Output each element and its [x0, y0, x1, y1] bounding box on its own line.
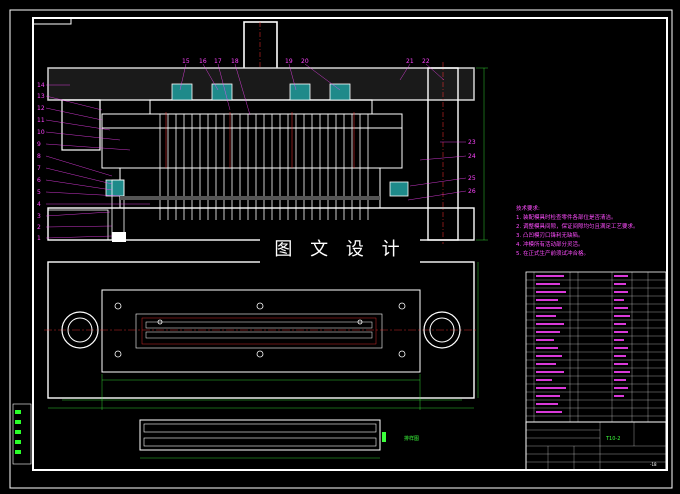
part-label-17: 17 — [214, 58, 222, 65]
plan-view — [44, 261, 479, 410]
punch-holder — [101, 113, 403, 129]
tech-title: 技术要求: — [516, 204, 540, 212]
svg-text:4. 冲模所有活动部分灵活。: 4. 冲模所有活动部分灵活。 — [516, 240, 584, 248]
part-label-16: 16 — [199, 58, 207, 65]
part-label-18: 18 — [231, 58, 239, 65]
svg-text:12: 12 — [37, 105, 45, 112]
svg-text:1. 装配模具时检查零件各部位是否清洁。: 1. 装配模具时检查零件各部位是否清洁。 — [516, 213, 617, 221]
left-leaders — [45, 84, 150, 239]
svg-text:9: 9 — [37, 141, 41, 148]
die-plate — [119, 167, 381, 209]
parts-list — [525, 271, 667, 423]
stripper-plate — [101, 127, 403, 169]
right-dimension — [476, 67, 488, 241]
svg-text:8: 8 — [37, 153, 41, 160]
top-part-labels: 15 16 17 18 19 20 21 22 — [182, 58, 430, 65]
right-leaders — [407, 141, 467, 201]
svg-text:3: 3 — [37, 213, 41, 220]
sheet-border — [9, 9, 673, 489]
svg-text:5. 在正式生产前须试冲合格。: 5. 在正式生产前须试冲合格。 — [516, 249, 589, 257]
pierce-holes — [145, 321, 373, 339]
left-legend-block — [12, 403, 32, 465]
svg-text:26: 26 — [468, 188, 476, 195]
top-leaders — [179, 63, 445, 116]
tech-requirements: 技术要求: 1. 装配模具时检查零件各部位是否清洁。 2. 调整模具间隙，保证间… — [516, 204, 639, 257]
backing-plate — [149, 99, 373, 115]
watermark: 图 文 设 计 — [260, 228, 420, 268]
plan-screws — [114, 302, 406, 358]
product-label: 排样图 — [404, 435, 419, 442]
title-block: T10-2 -18 — [525, 421, 667, 471]
svg-text:6: 6 — [37, 177, 41, 184]
svg-text:3. 凸凹模刃口锋利无缺陷。: 3. 凸凹模刃口锋利无缺陷。 — [516, 231, 584, 239]
section-view — [47, 21, 475, 244]
left-part-labels: 14 13 12 11 10 9 8 7 6 5 4 3 2 1 — [37, 82, 45, 242]
part-label-20: 20 — [301, 58, 309, 65]
svg-text:14: 14 — [37, 82, 45, 89]
right-guide-pillar — [423, 311, 461, 349]
svg-text:23: 23 — [468, 139, 476, 146]
punch-array — [159, 114, 369, 220]
svg-text:5: 5 — [37, 189, 41, 196]
drawing-frame — [32, 17, 668, 471]
svg-text:2. 调整模具间隙，保证间隙均匀且满足工艺要求。: 2. 调整模具间隙，保证间隙均匀且满足工艺要求。 — [516, 222, 639, 230]
part-label-15: 15 — [182, 58, 190, 65]
part-label-22: 22 — [422, 58, 430, 65]
screw-heads — [105, 83, 409, 197]
right-part-labels: 23 24 25 26 — [468, 139, 476, 195]
title-block-text: -18 — [650, 462, 657, 467]
strip-layout: 排样图 — [139, 419, 419, 459]
corner-tab — [32, 17, 72, 25]
svg-text:13: 13 — [37, 93, 45, 100]
svg-text:25: 25 — [468, 175, 476, 182]
left-guide-bush — [61, 99, 101, 151]
title-block-code: T10-2 — [605, 436, 620, 442]
strip-slot — [135, 313, 383, 349]
left-guide-pillar — [61, 311, 99, 349]
svg-text:7: 7 — [37, 165, 41, 172]
svg-text:1: 1 — [37, 235, 41, 242]
part-label-21: 21 — [406, 58, 414, 65]
svg-text:4: 4 — [37, 201, 41, 208]
die-plate-plan — [101, 289, 421, 373]
svg-text:24: 24 — [468, 153, 476, 160]
upper-die-plate — [47, 67, 475, 101]
svg-text:11: 11 — [37, 117, 45, 124]
part-label-19: 19 — [285, 58, 293, 65]
svg-text:10: 10 — [37, 129, 45, 136]
svg-text:2: 2 — [37, 224, 41, 231]
